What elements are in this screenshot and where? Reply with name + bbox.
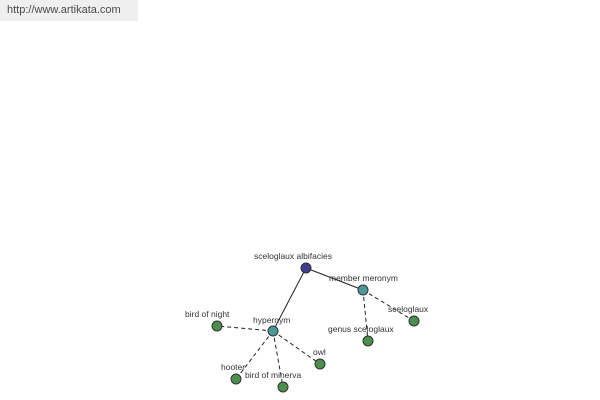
node-label-bird-of-minerva: bird of minerva xyxy=(245,370,301,380)
edge-hypernym-to-hooter xyxy=(235,330,274,380)
node-sceloglaux[interactable] xyxy=(408,315,420,327)
node-member-meronym[interactable] xyxy=(357,284,369,296)
node-bird-of-night[interactable] xyxy=(211,320,223,332)
node-label-hooter: hooter xyxy=(221,362,245,372)
edge-member-meronym-to-genus-sceloglaux xyxy=(362,289,369,342)
edge-hypernym-to-owl xyxy=(272,330,321,365)
edge-hypernym-to-bird-of-night xyxy=(216,325,274,332)
node-owl[interactable] xyxy=(314,358,326,370)
node-genus-sceloglaux[interactable] xyxy=(362,335,374,347)
edge-member-meronym-to-sceloglaux xyxy=(362,289,415,322)
node-label-member-meronym: member meronym xyxy=(329,273,398,283)
node-root[interactable] xyxy=(300,262,312,274)
node-label-hypernym: hypernym xyxy=(253,315,290,325)
labels-layer: sceloglaux albifacies member meronym hyper… xyxy=(185,251,429,380)
node-hooter[interactable] xyxy=(230,373,242,385)
node-hypernym[interactable] xyxy=(267,325,279,337)
node-label-owl: owl xyxy=(313,347,326,357)
node-label-root: sceloglaux albifacies xyxy=(254,251,332,261)
edge-hypernym-to-bird-of-minerva xyxy=(272,330,284,388)
edge-root-to-hypernym xyxy=(272,267,307,332)
nodes-layer xyxy=(211,262,420,393)
node-label-genus-sceloglaux: genus sceloglaux xyxy=(328,324,394,334)
site-url-link[interactable]: http://www.artikata.com xyxy=(0,0,138,21)
node-bird-of-minerva[interactable] xyxy=(277,381,289,393)
edge-root-to-member-meronym xyxy=(305,267,364,291)
node-label-sceloglaux: sceloglaux xyxy=(388,304,429,314)
node-label-bird-of-night: bird of night xyxy=(185,309,230,319)
edges-layer xyxy=(216,267,415,388)
